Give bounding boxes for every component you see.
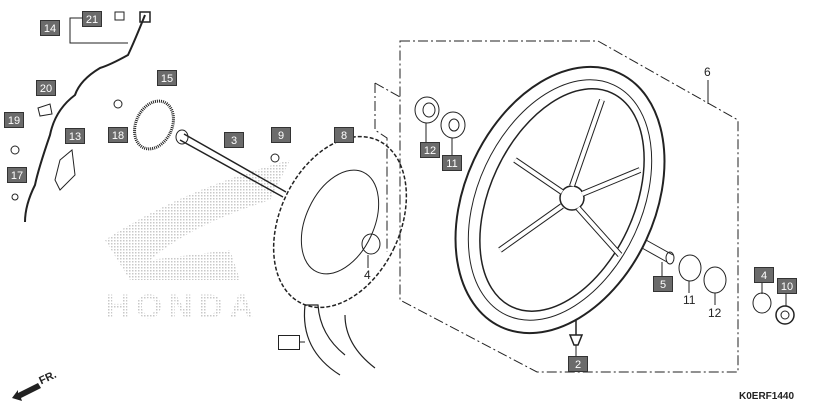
part-number-6: 6 (704, 65, 711, 79)
part-label-19[interactable]: 19 (4, 112, 24, 128)
clip-21 (114, 11, 125, 21)
part-number-4: 4 (364, 268, 371, 282)
honda-watermark: HONDA (105, 160, 290, 326)
part-label-9[interactable]: 9 (271, 127, 291, 143)
part-label-2[interactable]: 2 (568, 356, 588, 372)
brake-disc-8 (272, 135, 408, 309)
distance-collar-5 (641, 239, 674, 263)
part-number-11: 11 (683, 293, 696, 307)
axle-3 (179, 133, 287, 198)
part-label-3[interactable]: 3 (224, 132, 244, 148)
oil-seal-12 (414, 96, 440, 124)
oil-seal-12-right (703, 266, 727, 294)
part-label-15[interactable]: 15 (157, 70, 177, 86)
bolt-19 (10, 145, 20, 155)
part-label-17[interactable]: 17 (7, 167, 27, 183)
part-label-13[interactable]: 13 (65, 128, 85, 144)
part-label-blank[interactable] (278, 335, 300, 350)
part-number-12: 12 (708, 306, 722, 320)
part-label-21[interactable]: 21 (82, 11, 102, 27)
bolt-9 (270, 153, 280, 163)
tire-valve-2 (568, 320, 584, 346)
front-wheel-6 (454, 65, 666, 335)
abs-sensor-wire (24, 14, 146, 223)
front-direction-arrow-icon (12, 383, 41, 401)
clamp-20 (37, 103, 53, 117)
pulser-ring-15 (133, 99, 175, 151)
part-label-5[interactable]: 5 (653, 276, 673, 292)
axle-nut-10 (775, 305, 795, 325)
part-label-4[interactable]: 4 (754, 267, 774, 283)
part-label-8[interactable]: 8 (334, 127, 354, 143)
part-label-10[interactable]: 10 (777, 278, 797, 294)
diagram-code: K0ERF1440 (739, 391, 795, 402)
collar-4-right (752, 292, 772, 314)
part-label-14[interactable]: 14 (40, 20, 60, 36)
part-label-11[interactable]: 11 (442, 155, 462, 171)
bracket-13 (54, 149, 76, 191)
bolt-18 (113, 99, 123, 109)
fender (303, 304, 376, 376)
bolt-17 (11, 193, 19, 201)
bearing-group-outline (374, 82, 401, 252)
collar-4 (361, 233, 381, 255)
part-label-18[interactable]: 18 (108, 127, 128, 143)
bearing-11-right (678, 254, 702, 282)
wheel-assembly-outline (399, 40, 739, 373)
part-label-12[interactable]: 12 (420, 142, 440, 158)
sensor-connector (139, 11, 151, 23)
svg-text:HONDA: HONDA (105, 288, 260, 326)
part-label-20[interactable]: 20 (36, 80, 56, 96)
bearing-11 (440, 111, 466, 139)
